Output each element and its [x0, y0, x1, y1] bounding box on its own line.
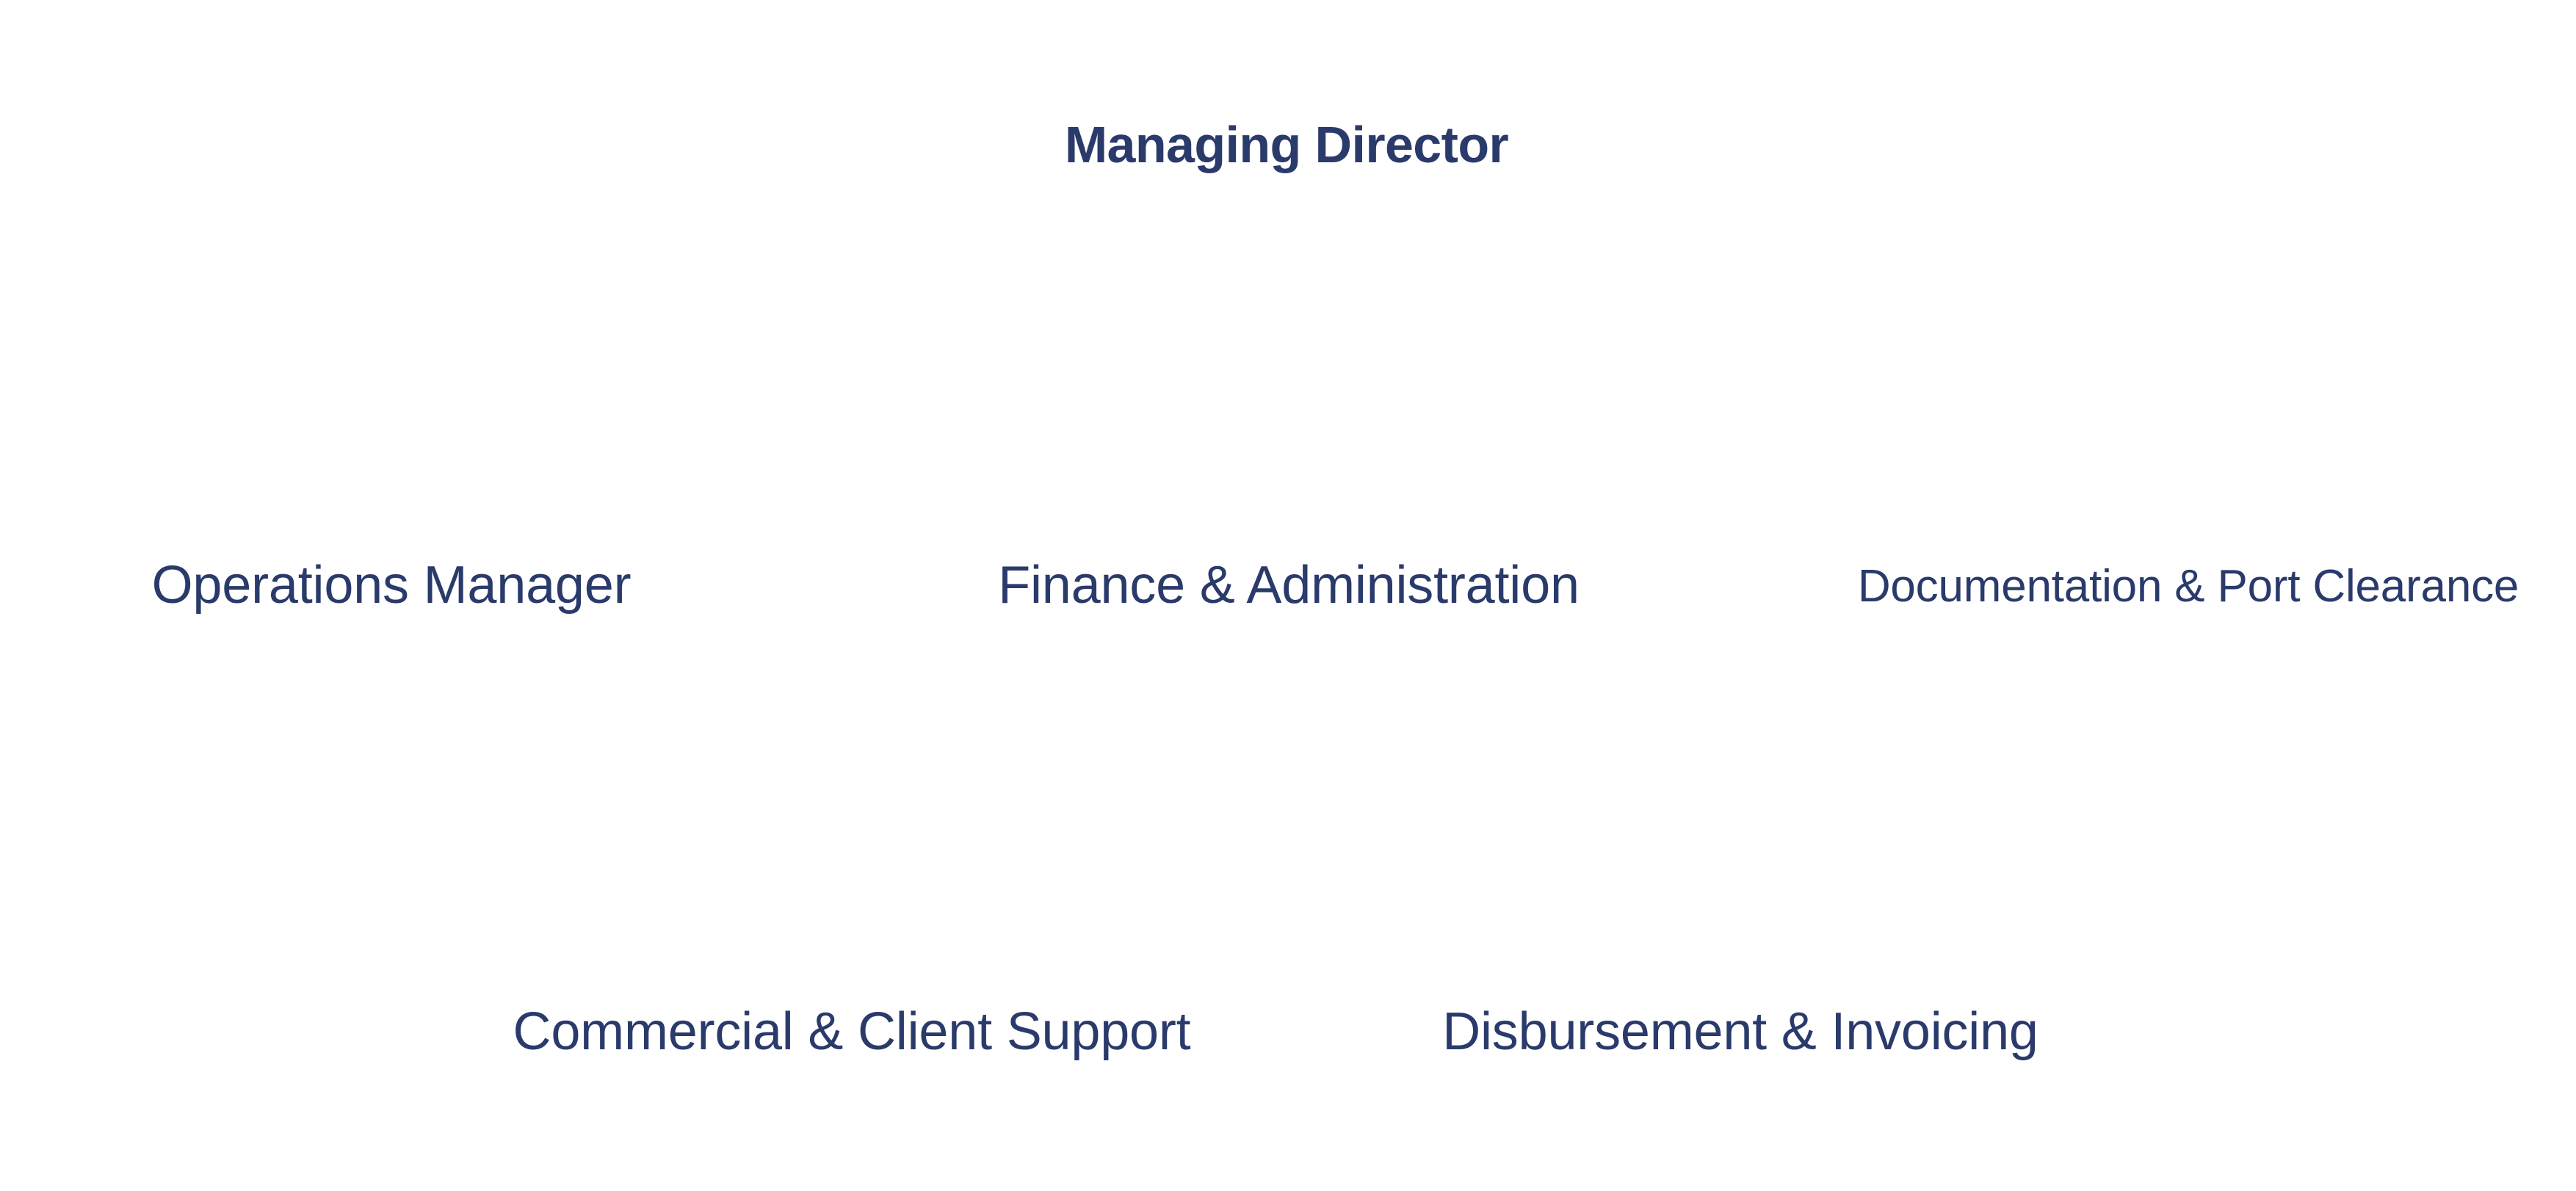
org-node-operations-manager[interactable]: Operations Manager [152, 559, 632, 612]
org-node-disbursement-invoicing[interactable]: Disbursement & Invoicing [1442, 1005, 2038, 1058]
org-node-label: Disbursement & Invoicing [1442, 1002, 2038, 1061]
org-node-commercial-client-support[interactable]: Commercial & Client Support [513, 1005, 1191, 1058]
org-node-documentation-port-clearance[interactable]: Documentation & Port Clearance [1858, 564, 2519, 609]
org-node-finance-administration[interactable]: Finance & Administration [998, 559, 1580, 612]
org-node-label: Managing Director [1064, 116, 1509, 173]
org-node-label: Documentation & Port Clearance [1857, 561, 2519, 612]
org-node-label: Commercial & Client Support [513, 1002, 1191, 1061]
org-node-managing-director[interactable]: Managing Director [1064, 116, 1509, 173]
org-node-label: Finance & Administration [998, 556, 1580, 615]
org-node-label: Operations Manager [151, 556, 632, 615]
